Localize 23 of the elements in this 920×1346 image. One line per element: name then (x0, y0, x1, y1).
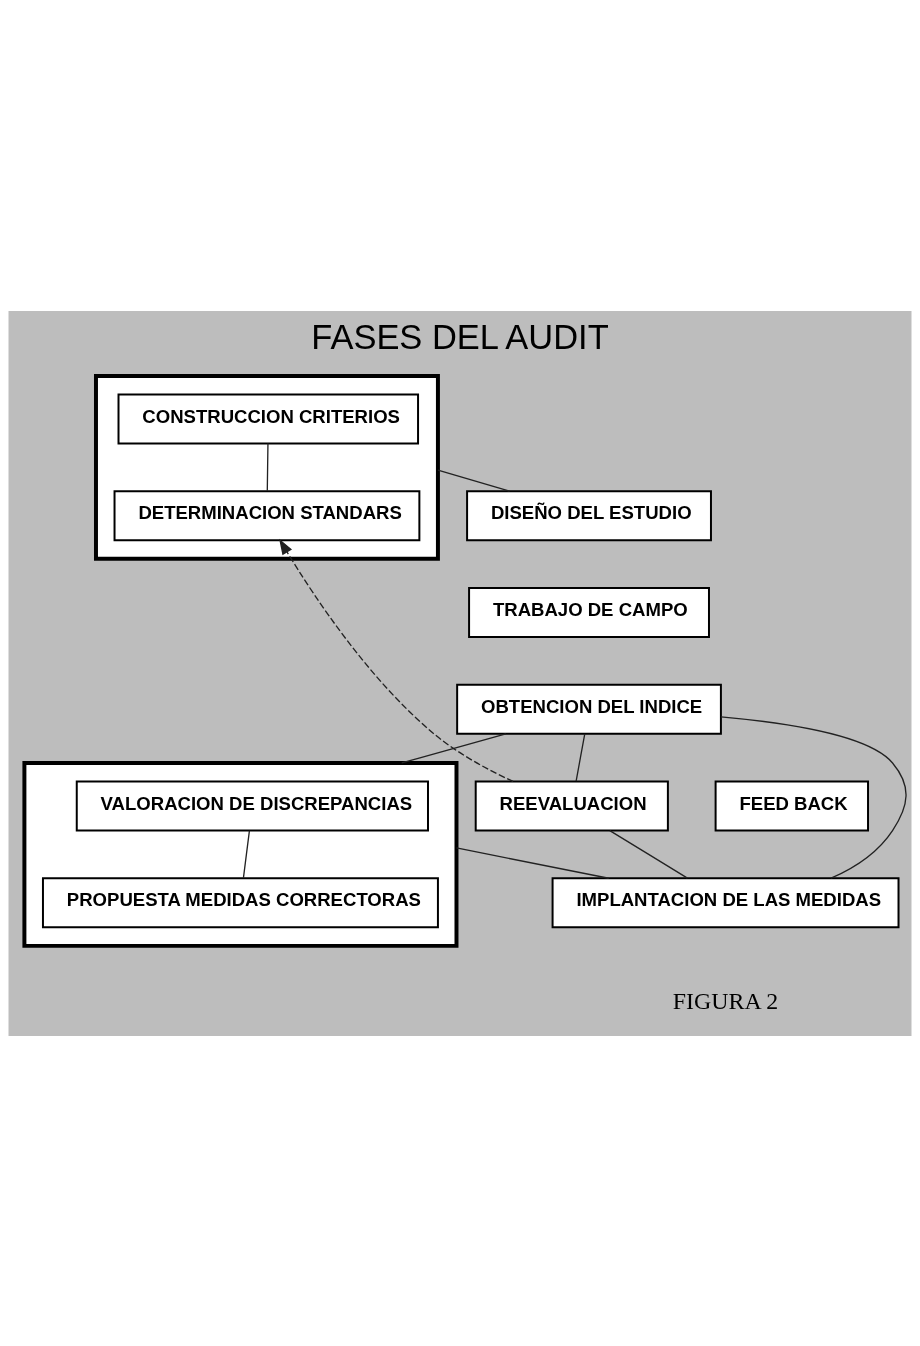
diagram-title: FASES DEL AUDIT (311, 317, 609, 356)
node-box: IMPLANTACION DE LAS MEDIDAS (551, 876, 900, 928)
node-box: CONSTRUCCION CRITERIOS (117, 393, 420, 445)
cluster (94, 373, 440, 561)
connector (437, 468, 511, 492)
arrow (279, 538, 514, 782)
connector (720, 715, 907, 879)
node-box: DETERMINACION STANDARS (113, 489, 421, 541)
node-box: PROPUESTA MEDIDAS CORRECTORAS (41, 876, 439, 928)
cluster (22, 760, 459, 948)
connector (575, 732, 586, 782)
connector (242, 829, 251, 878)
label: FIGURA 2 (672, 987, 779, 1014)
connector (266, 442, 269, 491)
connector (609, 829, 689, 879)
node-box: FEED BACK (714, 780, 870, 832)
connector (401, 732, 507, 764)
node-box: DISEÑO DEL ESTUDIO (466, 489, 712, 541)
node-box: VALORACION DE DISCREPANCIAS (75, 780, 429, 832)
node-box: OBTENCION DEL INDICE (456, 683, 722, 735)
node-box: REEVALUACION (474, 780, 669, 832)
node-box: TRABAJO DE CAMPO (468, 586, 710, 638)
connector (455, 846, 610, 879)
